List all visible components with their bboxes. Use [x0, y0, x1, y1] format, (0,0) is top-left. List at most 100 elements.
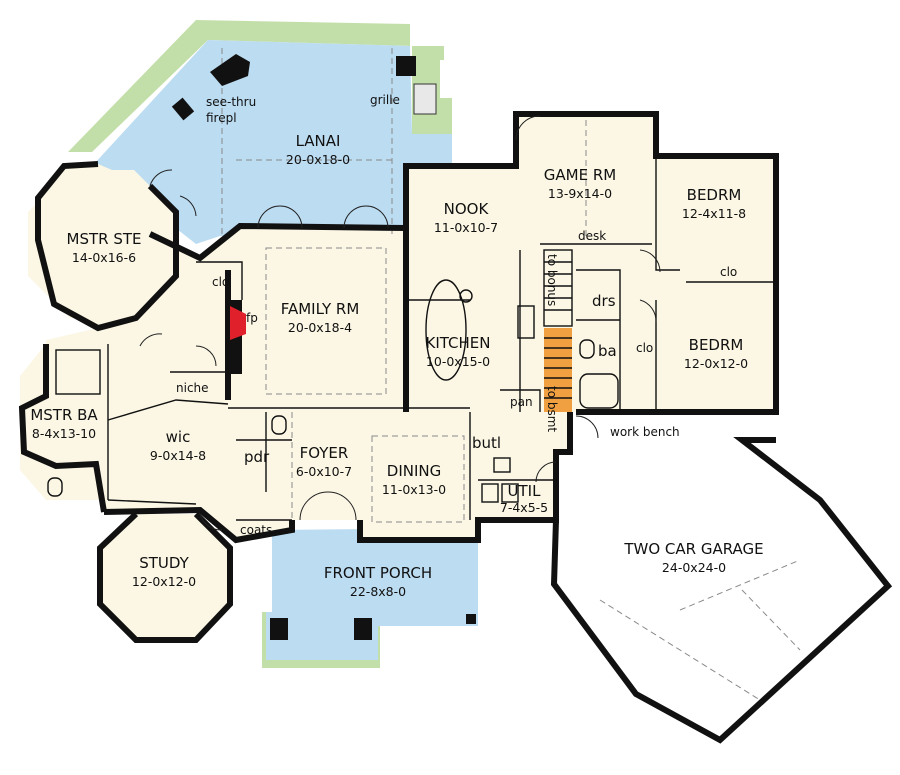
util-dryer	[501, 483, 519, 503]
label-work-bench: work bench	[610, 425, 680, 439]
landscape-lanai-border	[68, 20, 452, 152]
front-porch-dims: 22-8x8-0	[350, 584, 406, 599]
room-labels: LANAI 20-0x18-0 MSTR STE 14-0x16-6 FAMIL…	[30, 132, 763, 599]
door-util	[535, 461, 557, 483]
label-pan: pan	[510, 395, 533, 409]
door-lanai-4	[365, 205, 389, 229]
wall-clo-master	[196, 261, 243, 300]
label-butl: butl	[472, 434, 501, 452]
game-rm-dims: 13-9x14-0	[548, 186, 612, 201]
label-drs: drs	[592, 292, 616, 310]
toilet-mstr	[47, 477, 63, 497]
bedrm2-name: BEDRM	[689, 336, 744, 354]
doors	[139, 115, 661, 531]
stair-up	[543, 249, 573, 327]
util-name: UTIL	[508, 482, 542, 500]
study-name: STUDY	[139, 554, 189, 572]
wall-game-bed	[655, 156, 680, 271]
door-niche	[195, 345, 217, 367]
study-floor	[100, 514, 230, 640]
dash-family-ceiling	[265, 247, 387, 395]
lanai-dims: 20-0x18-0	[286, 152, 350, 167]
label-firepl: firepl	[206, 111, 237, 125]
dining-dims: 11-0x13-0	[382, 482, 446, 497]
wic-dims: 9-0x14-8	[150, 448, 206, 463]
mstr-ste-name: MSTR STE	[67, 230, 142, 248]
dining-name: DINING	[387, 462, 441, 480]
wall-garage	[550, 437, 893, 744]
wall-north-kitchen	[403, 111, 779, 415]
porch-post	[466, 614, 476, 624]
kitchen-sink	[459, 289, 473, 303]
label-pdr: pdr	[244, 448, 270, 466]
wall-south	[103, 506, 295, 544]
game-rm-name: GAME RM	[544, 166, 616, 184]
wall-wic-north	[107, 399, 229, 421]
door-garage	[575, 415, 599, 439]
util-washer	[481, 483, 499, 503]
kitchen-range	[517, 305, 535, 339]
front-porch-area	[266, 528, 478, 660]
door-lanai-2	[279, 205, 303, 229]
label-clo-master: clo	[212, 275, 229, 289]
dash-dining-ceiling	[371, 435, 465, 523]
nook-name: NOOK	[444, 200, 490, 218]
small-labels: see-thru firepl grille clo fp niche pdr …	[176, 93, 737, 537]
wall-master-bath	[18, 344, 107, 513]
porch-pillar-left	[270, 618, 288, 640]
label-clo-bed1: clo	[720, 265, 737, 279]
family-fireplace-fire	[230, 306, 246, 340]
label-coats: coats	[240, 523, 272, 537]
dash-garage-3	[741, 589, 801, 651]
study-dims: 12-0x12-0	[132, 574, 196, 589]
porch-areas	[94, 40, 478, 660]
kitchen-name: KITCHEN	[426, 334, 491, 352]
label-to-bonus: to bonus	[545, 254, 559, 306]
foyer-name: FOYER	[300, 444, 349, 462]
garage-dims: 24-0x24-0	[662, 560, 726, 575]
wall-pan	[500, 389, 541, 412]
label-grille: grille	[370, 93, 400, 107]
foyer-dims: 6-0x10-7	[296, 464, 352, 479]
kitchen-island	[425, 279, 467, 381]
label-clo-bed2: clo	[636, 341, 653, 355]
label-desk: desk	[578, 229, 606, 243]
family-rm-dims: 20-0x18-4	[288, 320, 352, 335]
door-study	[199, 513, 223, 531]
label-to-bsmt: to bsmt	[545, 386, 559, 432]
dash-garage-1	[599, 599, 761, 701]
garage-name: TWO CAR GARAGE	[623, 540, 763, 558]
util-dims: 7-4x5-5	[500, 500, 548, 515]
lanai-name: LANAI	[296, 132, 341, 150]
interior-main	[22, 114, 776, 540]
door-lanai-1	[257, 205, 281, 229]
kitchen-dims: 10-0x15-0	[426, 354, 490, 369]
toilet-ba	[579, 339, 595, 359]
bedrm1-name: BEDRM	[687, 186, 742, 204]
wall-bath-box	[576, 269, 621, 412]
label-ba: ba	[598, 342, 617, 360]
door-front-1	[299, 491, 329, 521]
mstr-ste-dims: 14-0x16-6	[72, 250, 136, 265]
garage-floor	[554, 412, 888, 740]
mstr-ba-name: MSTR BA	[30, 406, 98, 424]
door-lanai-3	[343, 205, 367, 229]
stair-down-treads	[544, 337, 572, 399]
front-porch-name: FRONT PORCH	[324, 564, 432, 582]
label-fp: fp	[246, 311, 258, 325]
dash-garage-2	[679, 559, 801, 611]
butl-sink	[493, 457, 511, 473]
wall-west-inner	[148, 222, 407, 262]
door-bed1	[639, 249, 661, 273]
lanai-hearth-left	[171, 97, 195, 121]
label-see-thru: see-thru	[206, 95, 256, 109]
bedrm1-dims: 12-4x11-8	[682, 206, 746, 221]
mstr-tub	[55, 349, 101, 395]
mstr-ba-dims: 8-4x13-10	[32, 426, 96, 441]
master-suite-floor	[28, 170, 176, 318]
walls	[18, 111, 893, 744]
fixtures	[47, 279, 619, 503]
door-master-hall	[139, 333, 163, 347]
label-niche: niche	[176, 381, 209, 395]
